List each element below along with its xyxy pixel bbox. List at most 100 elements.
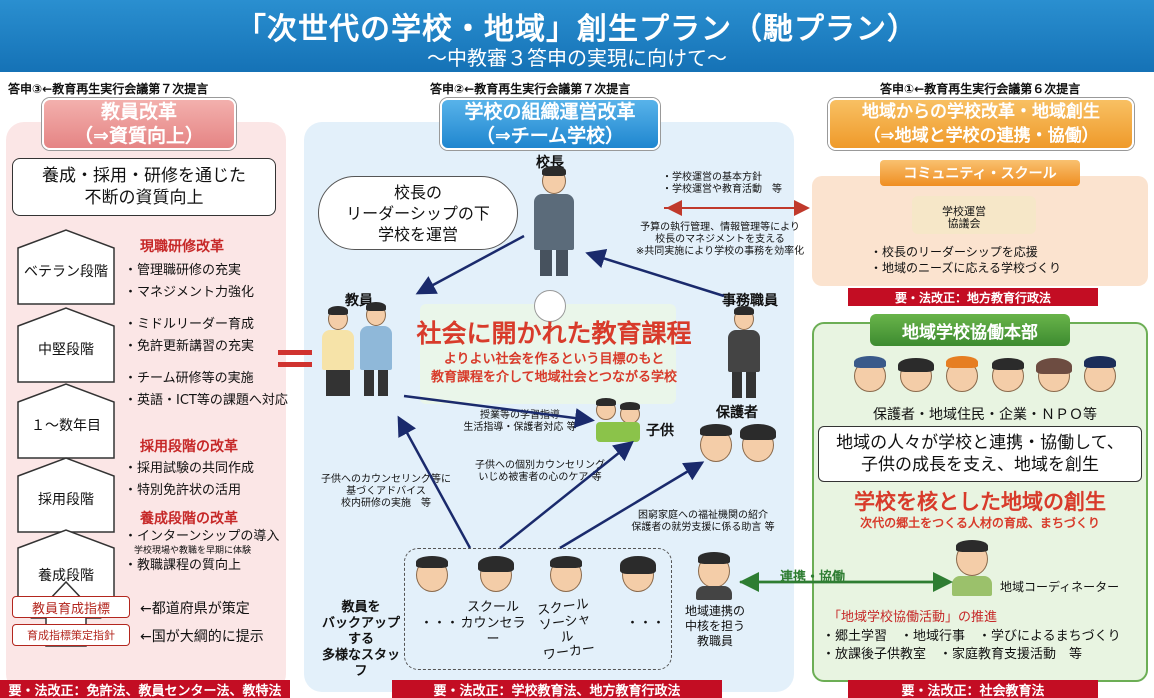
arrow-clerk-principal [585,248,725,298]
note-line: 授業等の学習指導 [480,410,560,421]
note-line: 予算の執行管理、情報管理等により [640,222,800,233]
stage-shape-veteran [17,229,115,305]
school-reform-title: 学校の組織運営改革 （⇒チーム学校） [440,98,660,150]
liaison-line: 教職員 [696,634,733,648]
reform-item: ・チーム研修等の実施 [124,371,254,386]
counselor-line: カウンセラー [460,616,526,647]
liaison-label: 地域連携の 中核を担う 教職員 [680,604,750,649]
clerk-body [728,330,760,372]
note-line: ※共同実施により学校の事務を効率化 [635,246,805,257]
community-members [852,356,1118,400]
core-subtitle: 次代の郷土をつくる人材の育成、まちづくり [860,516,1100,530]
community-school-title: コミュニティ・スクール [880,160,1080,186]
reform-list-3: ・インターンシップの導入 学校現場や教職を早期に体験 ・教職課程の質向上 [124,528,279,575]
guardian-hair [700,424,732,436]
speech-line: 学校を運営 [377,224,458,244]
staff-line: バックアップする [321,616,400,647]
collaboration-hq-title: 地域学校協働本部 [870,314,1070,346]
member-face [898,356,934,400]
cs-item: ・校長のリーダーシップを応援 [870,245,1038,259]
quality-line-2: 不断の資質向上 [84,188,204,208]
member-hair [1036,358,1072,374]
staff-group [404,548,672,670]
school-reform-title-2: （⇒チーム学校） [475,125,625,147]
staff-face [414,556,450,596]
equals-bar-top [278,350,312,355]
stage-veteran: ベテラン段階 [24,264,108,280]
note-line: 生活指導・保護者対応 等 [463,422,577,433]
staff-dots: ・・・ [626,616,666,631]
community-reform-title-1: 地域からの学校改革・地域創生 [862,102,1100,122]
council-label: 学校運営 協議会 [942,206,986,230]
policy-notes: ・学校運営の基本方針 ・学校運営や教育活動 等 [662,172,782,196]
teacher-figure [358,302,394,398]
promotion-title: 「地域学校協働活動」の推進 [828,610,998,625]
note-line: 困窮家庭への福祉機関の紹介 [638,510,768,521]
welfare-notes: 困窮家庭への福祉機関の紹介 保護者の就労支援に係る助言 等 [618,510,788,534]
teacher-body [360,326,392,370]
teacher-hair [366,302,386,311]
counseling-notes: 子供への個別カウンセリング いじめ被害者の心のケア 等 [470,460,610,484]
note-line: ・学校運営の基本方針 [662,172,762,183]
note-line: 保護者の就労支援に係る助言 等 [631,522,775,533]
teacher-reform-title-2: （⇒資質向上） [74,125,204,147]
core-title: 学校を核とした地域の創生 [854,490,1106,514]
stage-mid: 中堅段階 [38,342,94,358]
guideline-label: 育成指標策定指針 [12,624,130,646]
open-curriculum-sub-1: よりよい社会を作るという目標のもと [443,352,665,367]
teacher-reform-title-1: 教員改革 [100,101,177,123]
principal-speech: 校長の リーダーシップの下 学校を運営 [318,176,518,250]
clerk-label: 事務職員 [722,293,778,309]
indicator-label: 教員育成指標 [12,596,130,618]
cs-law-band: 要・法改正：地方教育行政法 [848,288,1098,306]
reform-item: ・インターンシップの導入 [124,529,280,544]
principal-figure [532,166,576,278]
stage-arrows [17,229,115,647]
teacher-hair [328,306,348,315]
community-reform-title-2: （⇒地域と学校の連携・協働） [863,126,1099,146]
child-hair [596,398,616,406]
teacher-figure [320,306,356,398]
principal-leg [540,250,552,276]
arrow-staff-children [499,440,634,549]
children-label: 子供 [646,423,674,439]
school-clock-icon [534,290,566,322]
teacher-body [322,330,354,370]
teacher-leg [378,370,388,396]
teaching-notes: 授業等の学習指導 生活指導・保護者対応 等 [458,410,582,434]
principal-hair [542,166,566,176]
quality-box: 養成・採用・研修を通じた 不断の資質向上 [12,158,276,216]
activity-item: ・放課後子供教室 ・家庭教育支援活動 等 [822,647,1083,662]
clerk-notes: 予算の執行管理、情報管理等により 校長のマネジメントを支える ※共同実施により学… [620,222,820,258]
staff-hair [620,556,656,574]
collab-line: 地域の人々が学校と連携・協働して、 [836,433,1124,453]
reform-list-2: ・採用試験の共同作成 ・特別免許状の活用 [124,458,254,502]
reform-item: ・英語・ICT等の課題へ対応 [124,393,288,408]
member-face [990,356,1026,400]
equals-bar-bottom [278,362,312,367]
reform-title-3: 養成段階の改革 [140,511,238,527]
guardian-hair [740,424,776,440]
children-figure [594,398,644,448]
center-header: 答申②←教育再生実行会議第７次提言 [430,82,631,96]
staff-hair [478,556,514,572]
counselor-line: スクール [466,600,519,615]
activities-list: ・郷土学習 ・地域行事 ・学びによるまちづくり ・放課後子供教室 ・家庭教育支援… [822,628,1121,664]
reform-title-2: 採用段階の改革 [140,439,238,455]
member-face [1082,356,1118,400]
reform-item: ・特別免許状の活用 [124,483,242,498]
advice-notes: 子供へのカウンセリング等に 基づくアドバイス 校内研修の実施 等 [316,474,456,510]
right-header: 答申①←教育再生実行会議第６次提言 [880,82,1081,96]
community-reform-title: 地域からの学校改革・地域創生 （⇒地域と学校の連携・協働） [828,98,1134,150]
staff-face [620,556,656,596]
liaison-line: 地域連携の [684,604,745,618]
principal-body [534,194,574,250]
book-icon [596,422,640,442]
guardians-label: 保護者 [716,405,758,421]
page-subtitle: 〜中教審３答申の実現に向けて〜 [427,46,727,70]
staff-dots: ・・・ [420,616,460,631]
speech-line: 校長の [393,182,442,202]
coordinator-hair [956,540,988,552]
members-text: 保護者・地域住民・企業・ＮＰＯ等 [873,407,1097,423]
